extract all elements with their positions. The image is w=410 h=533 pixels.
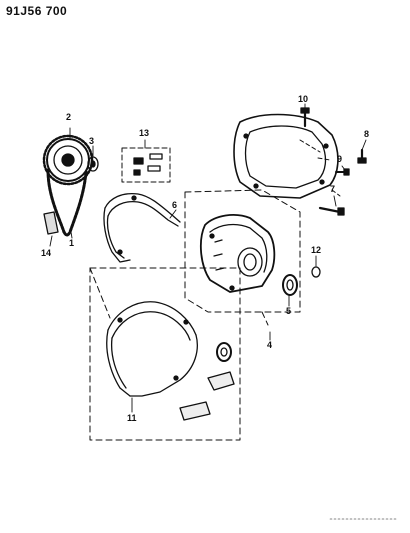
assembly-box-11: [89, 267, 241, 441]
sprocket-washer: [87, 156, 99, 172]
timing-sprocket: [42, 134, 94, 186]
bolts: [299, 107, 367, 216]
callout-11: 11: [127, 413, 137, 423]
callout-8: 8: [364, 129, 370, 139]
crank-key: [43, 211, 59, 235]
oil-seal: [282, 274, 298, 296]
lower-gasket: [106, 301, 198, 397]
timing-cover: [199, 214, 276, 293]
side-gaskets: [179, 371, 235, 421]
callout-12: 12: [311, 245, 322, 255]
callout-2: 2: [66, 112, 72, 122]
callout-7: 7: [330, 184, 336, 194]
callout-10: 10: [298, 94, 309, 104]
small-parts-group: [121, 147, 171, 183]
lower-seal: [216, 342, 232, 362]
callout-1: 1: [69, 238, 75, 248]
callout-9: 9: [337, 154, 343, 164]
timing-chain: [46, 168, 88, 237]
assembly-box-4: [184, 189, 301, 326]
leader-lines: [49, 103, 367, 413]
cover-plate: [233, 113, 339, 199]
callout-3: 3: [89, 136, 95, 146]
cover-gasket: [103, 192, 181, 263]
callout-13: 13: [139, 128, 150, 138]
document-code: 91J56 700: [6, 4, 68, 18]
plug: [311, 266, 321, 278]
callout-14: 14: [41, 248, 52, 258]
callout-6: 6: [172, 200, 178, 210]
callout-4: 4: [267, 340, 273, 350]
callout-5: 5: [286, 306, 292, 316]
